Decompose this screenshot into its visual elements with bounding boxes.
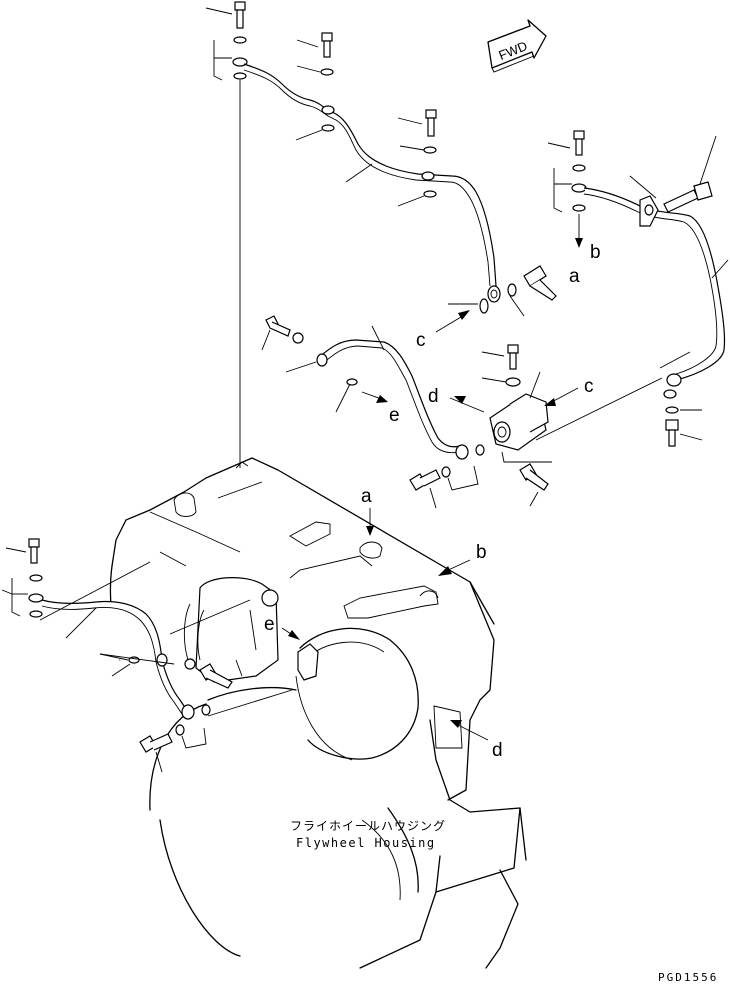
callout-a-lower: a xyxy=(361,486,374,536)
callout-c-right: c xyxy=(544,376,594,406)
callout-a-lower-label: a xyxy=(361,486,372,507)
callout-d-upper: d xyxy=(428,386,485,413)
callout-e-upper: e xyxy=(361,391,400,426)
middle-pipe xyxy=(261,315,485,460)
bolt-head-icon xyxy=(234,1,246,11)
arrow-icon xyxy=(458,310,470,320)
upper-right-bolt-stack xyxy=(547,130,587,248)
upper-pipe-left xyxy=(243,63,501,303)
top-middle-bolt xyxy=(296,32,334,76)
callout-d-lower: d xyxy=(450,720,503,761)
upper-left-bolt-stack xyxy=(205,1,248,81)
fwd-arrow-marker: FWD xyxy=(487,19,547,73)
callout-d-upper-label: d xyxy=(428,386,439,407)
callout-b-upper-label: b xyxy=(590,242,601,263)
callout-c-left: c xyxy=(416,310,470,351)
arrow-icon xyxy=(575,238,583,248)
callout-b-lower: b xyxy=(438,542,487,576)
callout-a-upper-label: a xyxy=(569,266,580,287)
pipe-end-washers xyxy=(448,265,557,317)
upper-pipe-right xyxy=(583,135,729,387)
housing-label-jp: フライホイールハウジング xyxy=(290,819,446,833)
adapter-block xyxy=(481,344,663,507)
lower-right-bolt-stack xyxy=(663,389,703,447)
drawing-code: PGD1556 xyxy=(658,971,718,984)
callout-e-lower-label: e xyxy=(264,614,275,635)
callout-c-left-label: c xyxy=(416,330,426,351)
middle-bolt-pair xyxy=(409,465,479,509)
housing-label-en: Flywheel Housing xyxy=(296,836,436,850)
center-bolt-stack xyxy=(397,109,437,207)
callout-e-upper-label: e xyxy=(389,405,400,426)
lower-left-pipe xyxy=(39,551,293,773)
callout-e-lower: e xyxy=(264,614,300,640)
flywheel-housing xyxy=(109,457,527,969)
callout-c-right-label: c xyxy=(584,376,594,397)
callout-b-lower-label: b xyxy=(476,542,487,563)
callout-d-lower-label: d xyxy=(492,740,503,761)
lower-left-bolt-stack xyxy=(1,538,44,618)
